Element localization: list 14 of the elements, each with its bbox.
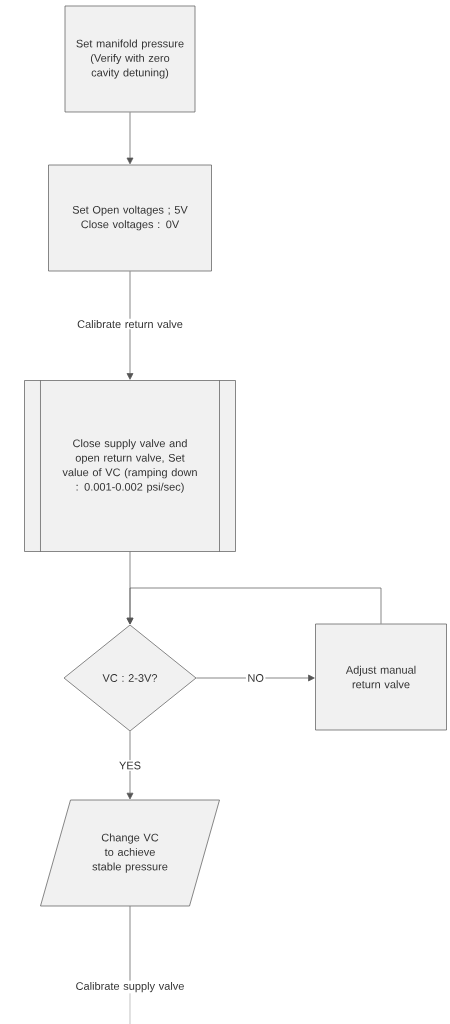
step-label: Calibrate supply valve xyxy=(76,981,184,993)
process-box: Adjust manual return valve xyxy=(315,623,447,731)
arrow xyxy=(126,328,134,380)
process-box: Set manifold pressure (Verify with zero cavity detuning) xyxy=(64,5,196,113)
edge-label: NO xyxy=(245,672,266,684)
step-label: Calibrate return valve xyxy=(77,319,183,329)
arrow xyxy=(126,587,382,625)
predefined-process-box: Close supply valve and open return valve, Set value of VC (ramping down : 0.001-0.002 psi/sec) xyxy=(24,380,236,552)
edge-label: YES xyxy=(117,760,143,771)
arrow xyxy=(195,674,315,682)
data-parallelogram: Change VC to achieve stable pressure xyxy=(40,799,220,907)
arrow xyxy=(126,730,134,800)
arrow xyxy=(126,112,134,165)
process-box: Set Open voltages ; 5V Close voltages : 0V xyxy=(48,164,212,272)
